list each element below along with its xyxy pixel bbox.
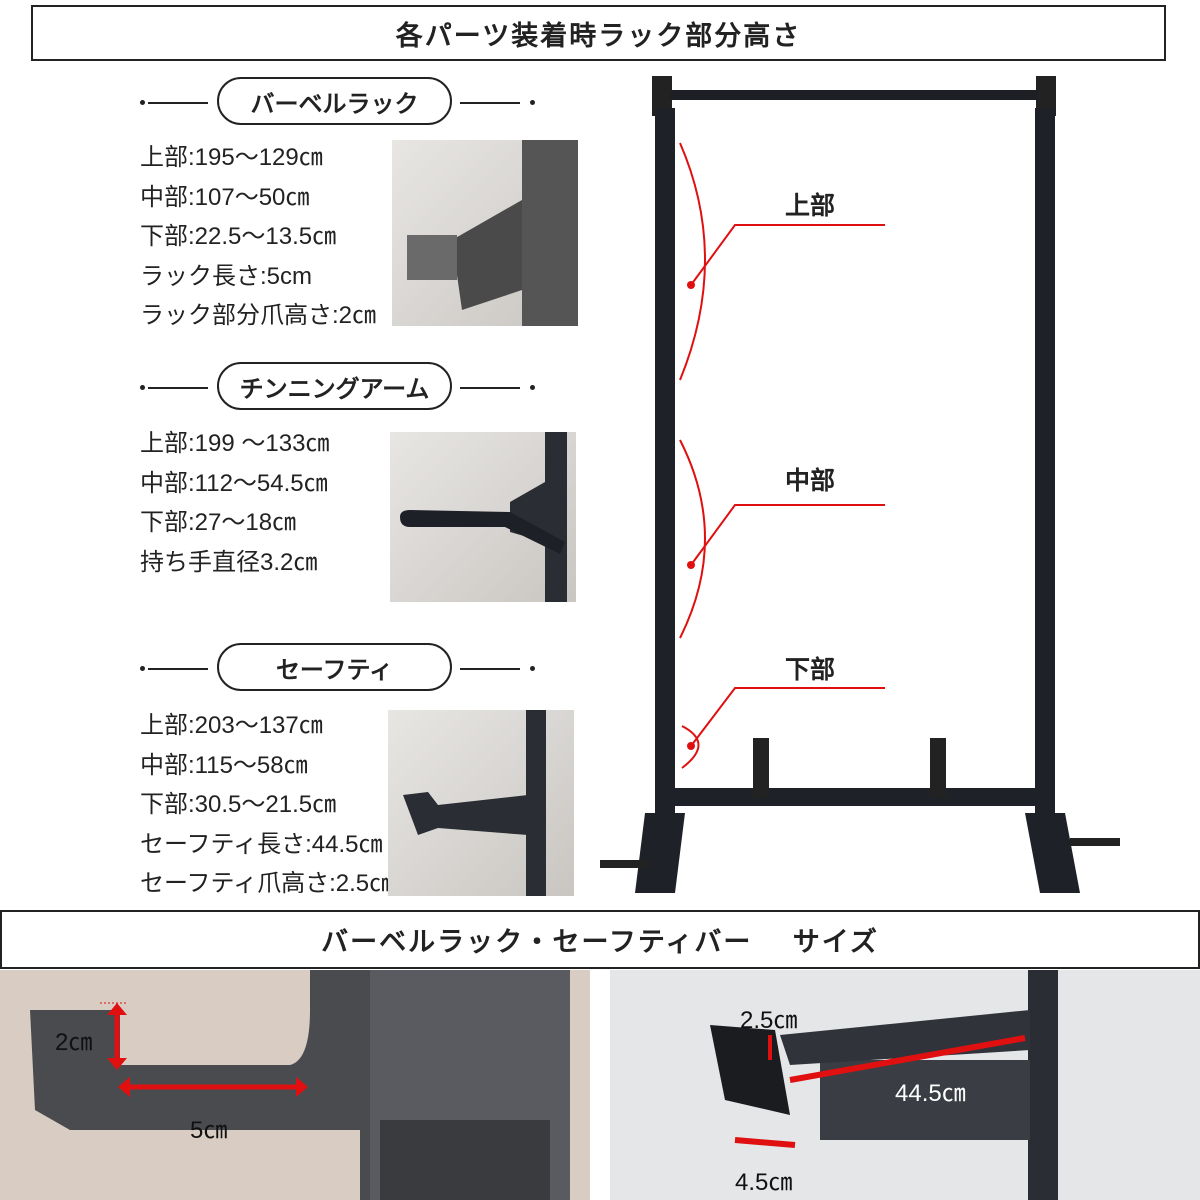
spec-line: ラック長さ:5cm [140,262,313,290]
section-title: バーベルラック [217,77,452,125]
middle-label: 中部 [785,466,836,495]
lower-label: 下部 [785,655,836,684]
spec-line: 上部:199 〜133㎝ [140,430,330,457]
size-section-header: バーベルラック・セーフティバー サイズ [0,910,1200,969]
power-rack-illustration [600,76,1120,893]
spec-line: 中部:115〜58㎝ [140,751,308,779]
barbell-rack-size-photo: 2㎝ 5㎝ [0,970,590,1200]
barbell-rack-photo [392,140,578,326]
spec-line: セーフティ長さ:44.5㎝ [140,830,383,858]
page-title: 各パーツ装着時ラック部分高さ [31,5,1166,61]
spec-line: 上部:195〜129㎝ [140,144,323,171]
section-header-safety: セーフティ [140,643,535,695]
spec-line: 持ち手直径3.2㎝ [140,548,318,576]
spec-line: 中部:107〜50㎝ [140,183,310,211]
barbell-height-dim: 2㎝ [55,1029,93,1056]
spec-line: 中部:112〜54.5㎝ [140,469,328,497]
spec-line: 下部:27〜18㎝ [140,509,297,536]
section-header-chinning-arm: チンニングアーム [140,362,535,414]
safety-specs: 上部:203〜137㎝ 中部:115〜58㎝ 下部:30.5〜21.5㎝ セーフ… [140,706,393,904]
chinning-arm-specs: 上部:199 〜133㎝ 中部:112〜54.5㎝ 下部:27〜18㎝ 持ち手直… [140,424,329,582]
spec-line: ラック部分爪高さ:2㎝ [140,302,377,329]
spec-line: 上部:203〜137㎝ [140,712,323,739]
safety-height-dim: 2.5㎝ [740,1007,798,1034]
upper-label: 上部 [785,191,836,220]
section-title: チンニングアーム [217,362,452,410]
barbell-rack-specs: 上部:195〜129㎝ 中部:107〜50㎝ 下部:22.5〜13.5㎝ ラック… [140,138,376,336]
spec-line: セーフティ爪高さ:2.5㎝ [140,870,394,897]
section-title: セーフティ [217,643,452,691]
safety-size-photo: 2.5㎝ 44.5㎝ 4.5㎝ [610,970,1200,1200]
safety-photo [388,710,574,896]
barbell-length-dim: 5㎝ [190,1117,228,1144]
spec-line: 下部:22.5〜13.5㎝ [140,223,337,250]
safety-length-dim: 44.5㎝ [895,1080,966,1107]
section-header-barbell-rack: バーベルラック [140,77,535,129]
spec-line: 下部:30.5〜21.5㎝ [140,791,337,818]
chinning-arm-photo [390,432,576,602]
safety-width-dim: 4.5㎝ [735,1169,793,1196]
